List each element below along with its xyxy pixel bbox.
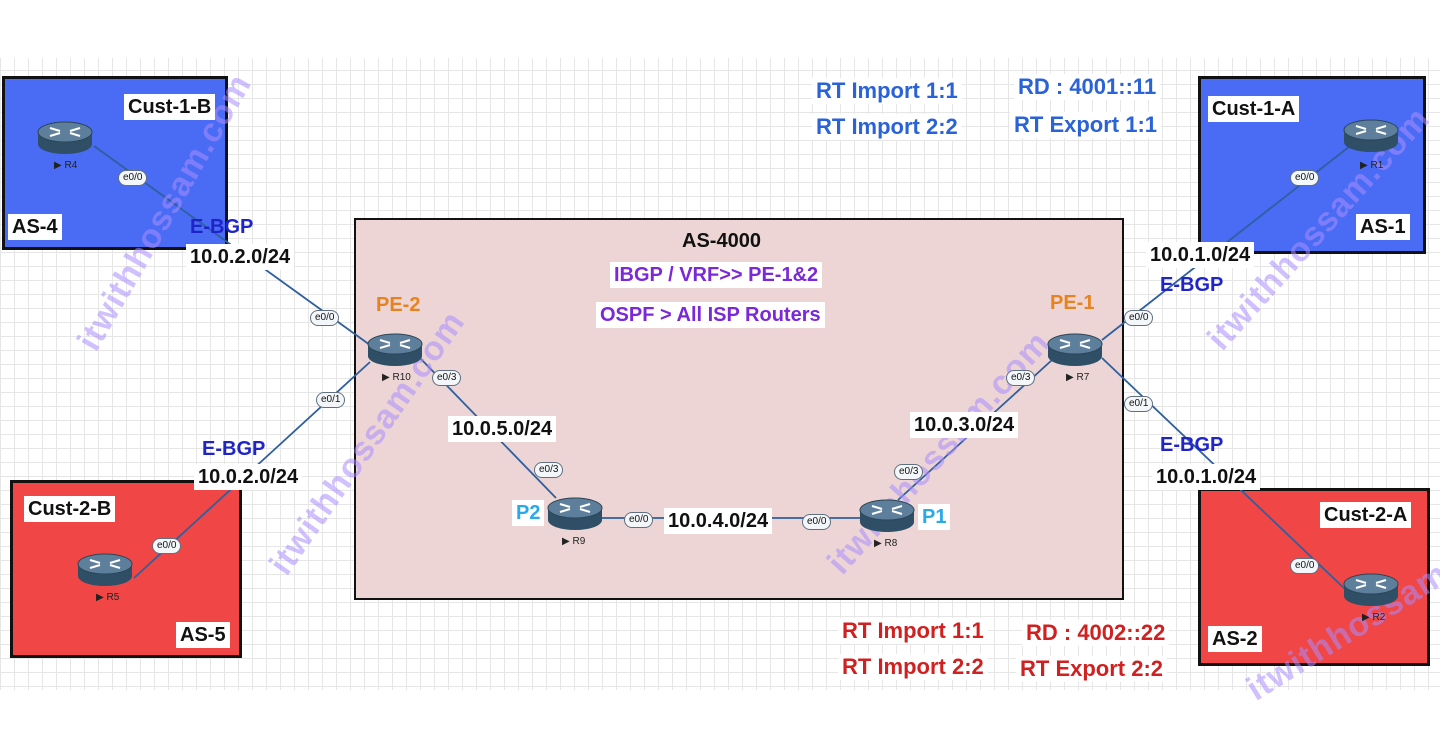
- vrf-red-rt-export: RT Export 2:2: [1016, 656, 1168, 682]
- router-name: R7: [1076, 372, 1090, 383]
- vrf-red-rd: RD : 4002::22: [1022, 620, 1170, 646]
- top-margin: [0, 0, 1440, 58]
- port-label: e0/0: [1290, 558, 1320, 574]
- router-name: R5: [106, 592, 120, 603]
- port-label: e0/0: [1290, 170, 1320, 186]
- router-r9-label: ▶ R9: [562, 536, 586, 547]
- subnet-r7-r2: 10.0.1.0/24: [1152, 464, 1261, 490]
- port-label: e0/0: [1124, 310, 1154, 326]
- router-r4-label: ▶ R4: [54, 160, 78, 171]
- port-label: e0/3: [894, 464, 924, 480]
- router-icon[interactable]: [1342, 116, 1400, 156]
- subnet-r4-r10: 10.0.2.0/24: [186, 244, 295, 270]
- subnet-r8-r7: 10.0.3.0/24: [910, 412, 1019, 438]
- vrf-blue-rt-import-2: RT Import 2:2: [812, 114, 962, 140]
- customer-label-cust-1-b: Cust-1-B: [124, 94, 216, 120]
- ebgp-label-as2: E-BGP: [1160, 434, 1224, 456]
- role-p2: P2: [512, 500, 545, 526]
- as-label-as4: AS-4: [8, 214, 62, 240]
- router-name: R9: [572, 536, 586, 547]
- router-name: R10: [392, 372, 411, 383]
- customer-label-cust-1-a: Cust-1-A: [1208, 96, 1300, 122]
- router-icon[interactable]: [366, 330, 424, 370]
- port-label: e0/3: [432, 370, 462, 386]
- as-label-as5: AS-5: [176, 622, 230, 648]
- subnet-r5-r10: 10.0.2.0/24: [194, 464, 303, 490]
- subnet-r10-r9: 10.0.5.0/24: [448, 416, 557, 442]
- vrf-blue-rd: RD : 4001::11: [1014, 74, 1161, 100]
- router-icon[interactable]: [76, 550, 134, 590]
- router-name: R8: [884, 538, 898, 549]
- ebgp-label-as4: E-BGP: [190, 216, 254, 238]
- router-r2-label: ▶ R2: [1362, 612, 1386, 623]
- vrf-blue-rt-export: RT Export 1:1: [1010, 112, 1162, 138]
- ebgp-label-as1: E-BGP: [1160, 274, 1224, 296]
- router-icon[interactable]: [1342, 570, 1400, 610]
- role-p1: P1: [918, 504, 951, 530]
- router-r5-label: ▶ R5: [96, 592, 120, 603]
- port-label: e0/0: [802, 514, 832, 530]
- port-label: e0/1: [1124, 396, 1154, 412]
- subnet-r9-r8: 10.0.4.0/24: [664, 508, 773, 534]
- router-r1-label: ▶ R1: [1360, 160, 1384, 171]
- router-name: R2: [1372, 612, 1386, 623]
- core-note-ibgp: IBGP / VRF>> PE-1&2: [610, 262, 823, 288]
- role-pe1: PE-1: [1050, 292, 1095, 314]
- router-r10-label: ▶ R10: [382, 372, 411, 383]
- router-icon[interactable]: [1046, 330, 1104, 370]
- router-name: R4: [64, 160, 78, 171]
- customer-label-cust-2-a: Cust-2-A: [1320, 502, 1412, 528]
- as-label-as1: AS-1: [1356, 214, 1410, 240]
- port-label: e0/1: [316, 392, 346, 408]
- port-label: e0/0: [310, 310, 340, 326]
- core-title: AS-4000: [682, 230, 761, 252]
- role-pe2: PE-2: [376, 294, 421, 316]
- bottom-margin: [0, 690, 1440, 738]
- customer-label-cust-2-b: Cust-2-B: [24, 496, 116, 522]
- vrf-red-rt-import-1: RT Import 1:1: [838, 618, 988, 644]
- router-icon[interactable]: [36, 118, 94, 158]
- router-name: R1: [1370, 160, 1384, 171]
- router-icon[interactable]: [546, 494, 604, 534]
- router-icon[interactable]: [858, 496, 916, 536]
- vrf-blue-rt-import-1: RT Import 1:1: [812, 78, 962, 104]
- subnet-r7-r1: 10.0.1.0/24: [1146, 242, 1255, 268]
- router-r8-label: ▶ R8: [874, 538, 898, 549]
- vrf-red-rt-import-2: RT Import 2:2: [838, 654, 988, 680]
- port-label: e0/3: [1006, 370, 1036, 386]
- as-label-as2: AS-2: [1208, 626, 1262, 652]
- port-label: e0/0: [152, 538, 182, 554]
- router-r7-label: ▶ R7: [1066, 372, 1090, 383]
- port-label: e0/3: [534, 462, 564, 478]
- ebgp-label-as5: E-BGP: [202, 438, 266, 460]
- port-label: e0/0: [624, 512, 654, 528]
- core-note-ospf: OSPF > All ISP Routers: [596, 302, 825, 328]
- port-label: e0/0: [118, 170, 148, 186]
